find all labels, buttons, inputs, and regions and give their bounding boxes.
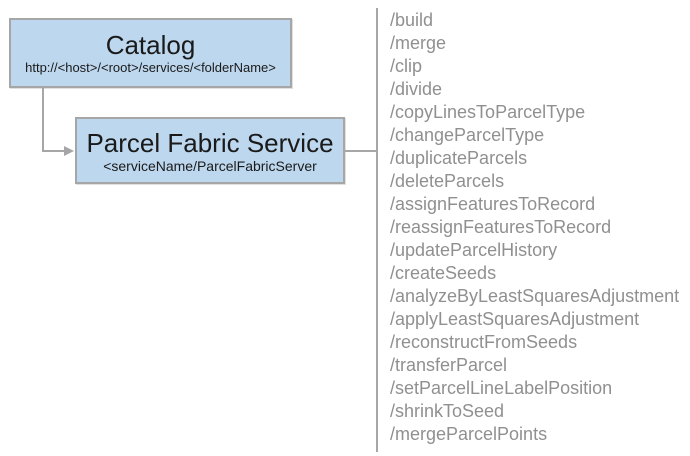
endpoint-item: /updateParcelHistory bbox=[390, 240, 558, 260]
endpoint-list: /build/merge/clip/divide/copyLinesToParc… bbox=[390, 9, 679, 446]
endpoint-list-divider-line bbox=[376, 8, 378, 452]
endpoint-item: /reconstructFromSeeds bbox=[390, 332, 578, 352]
arrow-right-icon bbox=[64, 146, 74, 156]
endpoint-item: /setParcelLineLabelPosition bbox=[390, 378, 613, 398]
service-node-url: <serviceName/ParcelFabricServer bbox=[103, 157, 317, 174]
catalog-node-title: Catalog bbox=[105, 30, 196, 60]
endpoint-item: /deleteParcels bbox=[390, 171, 505, 191]
service-node-title: Parcel Fabric Service bbox=[86, 127, 334, 158]
endpoint-item: /mergeParcelPoints bbox=[390, 424, 548, 444]
catalog-node: Catalog http://<host>/<root>/services/<f… bbox=[9, 18, 292, 88]
endpoint-item: /build bbox=[390, 10, 434, 30]
endpoint-item: /changeParcelType bbox=[390, 125, 545, 145]
endpoint-item: /assignFeaturesToRecord bbox=[390, 194, 596, 214]
parcel-fabric-service-node: Parcel Fabric Service <serviceName/Parce… bbox=[75, 117, 345, 184]
endpoint-item: /createSeeds bbox=[390, 263, 497, 283]
service-to-list-connector-line bbox=[345, 150, 377, 152]
endpoint-item: /duplicateParcels bbox=[390, 148, 528, 168]
endpoint-item: /reassignFeaturesToRecord bbox=[390, 217, 612, 237]
connector-vertical-line bbox=[42, 88, 44, 152]
connector-horizontal-line bbox=[42, 150, 66, 152]
endpoint-item: /divide bbox=[390, 79, 443, 99]
catalog-node-url: http://<host>/<root>/services/<folderNam… bbox=[25, 60, 276, 75]
endpoint-item: /applyLeastSquaresAdjustment bbox=[390, 309, 640, 329]
endpoint-item: /copyLinesToParcelType bbox=[390, 102, 586, 122]
endpoint-item: /transferParcel bbox=[390, 355, 508, 375]
endpoint-item: /merge bbox=[390, 33, 447, 53]
endpoint-item: /shrinkToSeed bbox=[390, 401, 505, 421]
endpoint-item: /clip bbox=[390, 56, 423, 76]
endpoint-item: /analyzeByLeastSquaresAdjustment bbox=[390, 286, 680, 306]
